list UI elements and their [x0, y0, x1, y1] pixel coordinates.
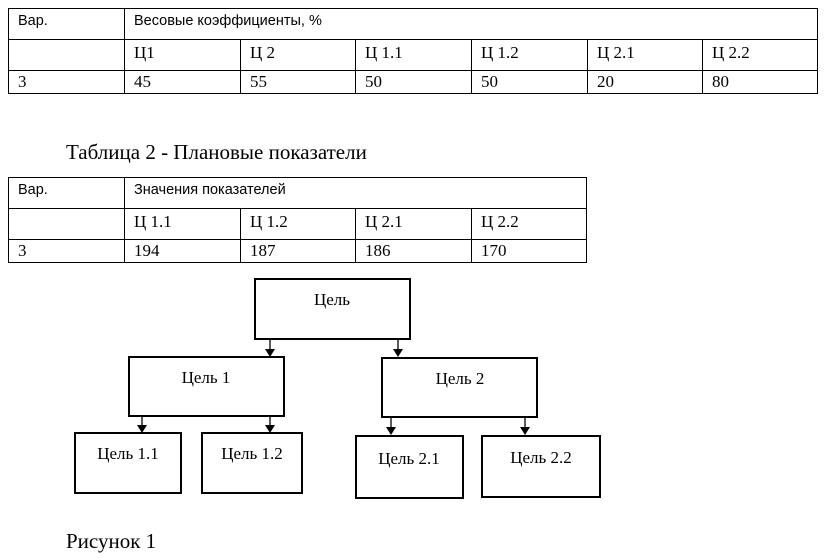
table-cell — [8, 208, 125, 240]
goal-tree-diagram: Цель Цель 1 Цель 2 Цель 1.1 Цель 1.2 Цел… — [74, 278, 601, 499]
goal22-label: Цель 2.2 — [510, 448, 572, 467]
weights-header: Весовые коэффициенты, % — [123, 8, 819, 40]
goal1-box — [128, 356, 285, 417]
table-cell: 20 — [587, 70, 703, 94]
column-header: Ц 1.1 — [355, 39, 472, 71]
table-row: Вар. Значения показателей — [8, 177, 587, 209]
figure-caption: Рисунок 1 — [66, 529, 157, 553]
goal21-box — [355, 435, 464, 499]
variant-header: Вар. — [8, 8, 125, 40]
column-header: Ц 1.2 — [240, 208, 356, 240]
column-header: Ц 2.2 — [471, 208, 587, 240]
column-header: Ц 2.2 — [701, 39, 819, 71]
goal-root-box — [254, 278, 411, 340]
goal22-box — [481, 435, 601, 498]
table-cell: 187 — [240, 239, 356, 263]
arrowhead — [137, 425, 147, 433]
table-cell: 3 — [8, 239, 125, 263]
table-cell — [8, 39, 125, 71]
table-row: Вар. Весовые коэффициенты, % — [8, 8, 819, 40]
table-cell: 186 — [355, 239, 472, 263]
arrowhead — [265, 349, 275, 357]
variant-header: Вар. — [8, 177, 125, 209]
table2-caption: Таблица 2 - Плановые показатели — [66, 140, 367, 164]
weights-table: Вар. Весовые коэффициенты, % Ц1 Ц 2 Ц 1.… — [8, 8, 819, 94]
arrowhead — [520, 427, 530, 435]
goal2-box — [381, 357, 538, 418]
arrowhead — [265, 425, 275, 433]
table-row: Ц1 Ц 2 Ц 1.1 Ц 1.2 Ц 2.1 Ц 2.2 — [8, 39, 819, 71]
goal11-label: Цель 1.1 — [97, 444, 159, 463]
table-cell: 3 — [8, 70, 125, 94]
goal-root-label: Цель — [314, 290, 350, 309]
table-cell: 45 — [124, 70, 241, 94]
goal11-box — [74, 432, 182, 494]
table-cell: 50 — [471, 70, 588, 94]
table-row: Ц 1.1 Ц 1.2 Ц 2.1 Ц 2.2 — [8, 208, 587, 240]
goal21-label: Цель 2.1 — [378, 449, 440, 468]
planned-indicators-table: Вар. Значения показателей Ц 1.1 Ц 1.2 Ц … — [8, 177, 587, 263]
goal12-label: Цель 1.2 — [221, 444, 283, 463]
column-header: Ц 1.2 — [471, 39, 588, 71]
table-row: 3 45 55 50 50 20 80 — [8, 70, 819, 94]
arrowhead — [393, 349, 403, 357]
column-header: Ц 2.1 — [355, 208, 472, 240]
goal12-box — [201, 432, 303, 494]
column-header: Ц 2.1 — [587, 39, 703, 71]
goal2-label: Цель 2 — [436, 369, 485, 388]
table-cell: 170 — [471, 239, 587, 263]
table-cell: 50 — [355, 70, 472, 94]
column-header: Ц1 — [124, 39, 241, 71]
goal1-label: Цель 1 — [182, 368, 231, 387]
table-cell: 55 — [240, 70, 356, 94]
table-row: 3 194 187 186 170 — [8, 239, 587, 263]
column-header: Ц 2 — [240, 39, 356, 71]
values-header: Значения показателей — [124, 177, 587, 209]
table-cell: 80 — [701, 70, 819, 94]
arrowhead — [386, 427, 396, 435]
table-cell: 194 — [124, 239, 241, 263]
column-header: Ц 1.1 — [124, 208, 241, 240]
